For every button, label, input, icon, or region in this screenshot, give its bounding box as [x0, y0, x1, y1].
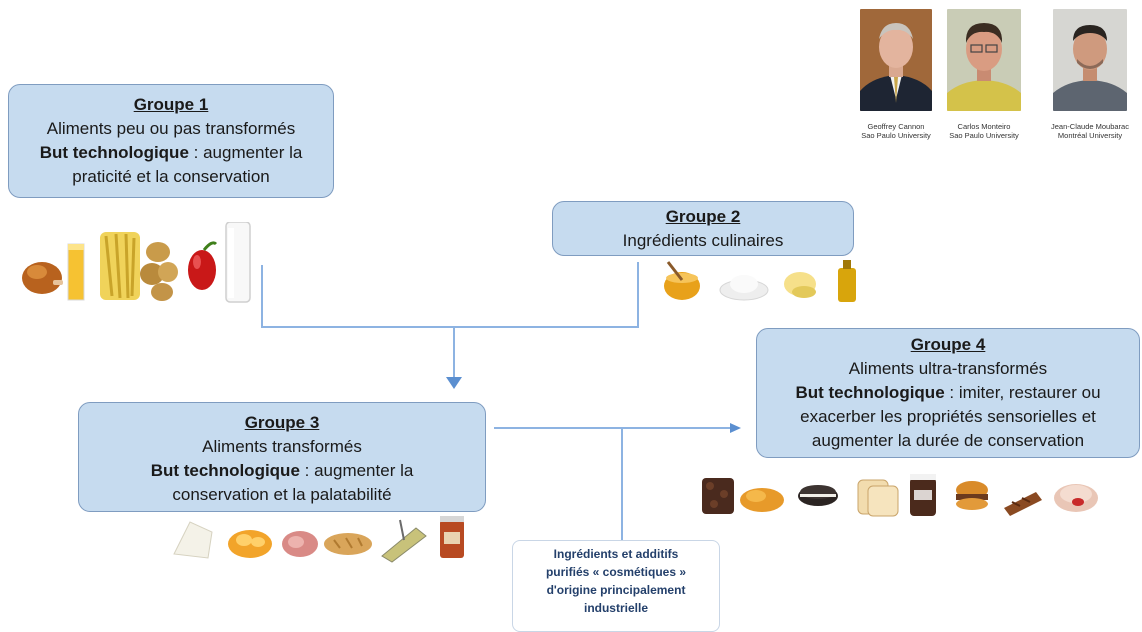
group-4-goal-cont2: augmenter la durée de conservation: [811, 431, 1085, 450]
milk-glass-icon: [225, 222, 251, 303]
group-1-goal: But technologique : augmenter la: [9, 141, 333, 165]
group-1-goal-text: : augmenter la: [188, 143, 303, 162]
roast-chicken-icon: [22, 262, 63, 294]
note-line: d'origine principalement: [546, 583, 686, 597]
apple-icon: [188, 241, 218, 290]
cereal-icon: [702, 478, 734, 514]
potatoes-icon: [140, 242, 178, 301]
additives-note: Ingrédients et additifs purifiés « cosmé…: [512, 540, 720, 632]
group-1-description: Aliments peu ou pas transformés: [46, 119, 296, 138]
group-3-goal-label: But technologique: [150, 461, 300, 480]
group-3-description: Aliments transformés: [202, 437, 362, 456]
group-2-title: Groupe 2: [665, 207, 741, 226]
pasta-icon: [100, 232, 140, 300]
group-3-title: Groupe 3: [244, 413, 320, 432]
person-affiliation: Montréal University: [1057, 131, 1123, 140]
group-2-description: Ingrédients culinaires: [622, 231, 784, 250]
arrowhead-down: [446, 377, 462, 389]
person-affiliation: Sao Paulo University: [861, 131, 931, 140]
cookies-icon: [798, 485, 838, 506]
jam-jar-icon: [440, 516, 464, 558]
group-4-description: Aliments ultra-transformés: [848, 359, 1048, 378]
burger-icon: [956, 481, 988, 510]
portrait-monteiro-icon: [947, 9, 1021, 111]
person-name: Geoffrey Cannon: [867, 122, 925, 131]
note-line: Ingrédients et additifs: [553, 547, 679, 561]
note-line: industrielle: [583, 601, 648, 615]
group-4-foods: [702, 474, 1098, 517]
group-2-foods: [664, 260, 856, 302]
group-4-goal-cont: exacerber les propriétés sensorielles et: [800, 407, 1096, 426]
portrait-cannon-icon: [860, 9, 932, 111]
arrowhead-right: [730, 423, 741, 433]
connector-group2: [454, 262, 639, 328]
honey-icon: [664, 261, 700, 300]
group-4-goal-label: But technologique: [795, 383, 945, 402]
person-moubarac: Jean-Claude Moubarac Montréal University: [1038, 9, 1142, 140]
person-cannon: Geoffrey Cannon Sao Paulo University: [844, 9, 948, 140]
group-1-title: Groupe 1: [133, 95, 209, 114]
group-2-box: Groupe 2 Ingrédients culinaires: [552, 201, 854, 256]
group-1-box: Groupe 1 Aliments peu ou pas transformés…: [8, 84, 334, 198]
group-3-goal-text: : augmenter la: [299, 461, 414, 480]
orange-juice-icon: [67, 243, 85, 301]
portrait-moubarac-icon: [1053, 9, 1127, 111]
note-line: purifiés « cosmétiques »: [545, 565, 687, 579]
oil-bottle-icon: [838, 260, 856, 302]
chocolate-bar-icon: [1004, 492, 1042, 516]
group-3-goal-cont: conservation et la palatabilité: [172, 485, 392, 504]
group-1-foods: [22, 222, 251, 303]
group-4-box: Groupe 4 Aliments ultra-transformés But …: [756, 328, 1140, 458]
group-1-goal-label: But technologique: [39, 143, 189, 162]
group-4-goal-text: : imiter, restaurer ou: [944, 383, 1101, 402]
butter-icon: [784, 272, 816, 298]
donut-icon: [1054, 484, 1098, 512]
person-affiliation: Sao Paulo University: [949, 131, 1019, 140]
connector-group1: [261, 265, 454, 328]
group-1-goal-cont: praticité et la conservation: [72, 167, 270, 186]
bread-icon: [324, 533, 372, 555]
sardine-tin-icon: [381, 519, 427, 563]
croissant-icon: [740, 488, 784, 512]
person-name: Jean-Claude Moubarac: [1051, 122, 1129, 131]
spread-jar-icon: [910, 474, 936, 516]
sandwich-bread-icon: [857, 479, 899, 517]
ham-icon: [282, 531, 318, 557]
person-monteiro: Carlos Monteiro Sao Paulo University: [932, 9, 1036, 140]
group-3-goal: But technologique : augmenter la: [79, 459, 485, 483]
group-4-title: Groupe 4: [910, 335, 986, 354]
flour-icon: [719, 275, 769, 301]
canned-fruit-icon: [228, 530, 272, 558]
camembert-icon: [173, 521, 213, 559]
person-name: Carlos Monteiro: [957, 122, 1011, 131]
group-3-box: Groupe 3 Aliments transformés But techno…: [78, 402, 486, 512]
group-4-goal: But technologique : imiter, restaurer ou: [757, 381, 1139, 405]
group-3-foods: [173, 516, 464, 563]
